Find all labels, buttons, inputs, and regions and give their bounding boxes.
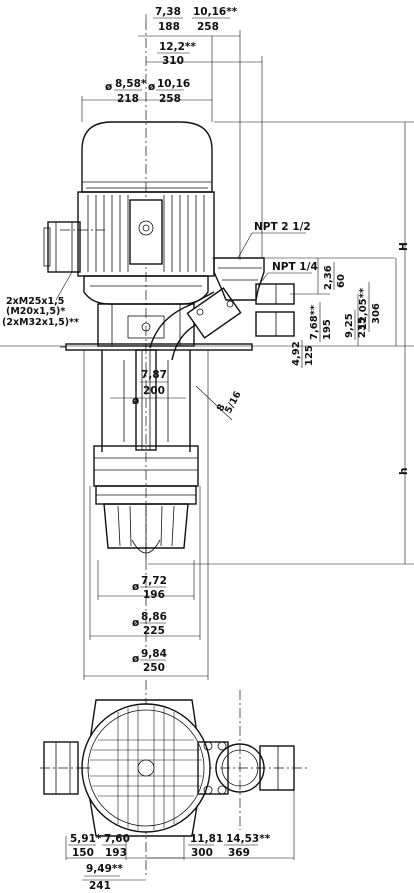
dim-bot-a-mm: 150 — [72, 847, 94, 859]
pump-immersed-part — [93, 349, 199, 560]
dim-dia-d-mm: 196 — [143, 589, 165, 601]
dim-bot-d-mm: 300 — [191, 847, 213, 859]
dim-dia-d-in: 7,72 — [141, 575, 167, 587]
dim-top-b-mm: 258 — [197, 21, 219, 33]
dim-v1-mm: 60 — [336, 274, 347, 288]
dim-dia-a-mm: 218 — [117, 93, 139, 105]
dim-dia-f-mm: 250 — [143, 662, 165, 674]
dim-v4-mm: 195 — [322, 319, 333, 340]
cable-gland-label-2: (M20x1,5)* — [6, 306, 65, 317]
cooling-fins — [87, 195, 205, 272]
dim-dia-a-in: 8,58* — [115, 78, 147, 90]
dim-dia-b-mm: 258 — [159, 93, 181, 105]
height-h-label: h — [398, 468, 410, 475]
dia-sym-5: ø — [132, 617, 139, 629]
lower-diameter-dimensions: ø 7,87 200 5/16 8 ø 7,72 196 ø 8,86 225 … — [83, 350, 244, 680]
dim-bot-c-mm: 241 — [89, 880, 111, 892]
dim-dia-e-in: 8,86 — [141, 611, 167, 623]
dim-dia-b-in: 10,16 — [157, 78, 190, 90]
cable-gland-label-1: 2xM25x1,5 — [6, 296, 64, 307]
dim-v3-mm: 235 — [357, 317, 368, 338]
dia-sym-3: ø — [132, 395, 139, 407]
rotated-dimension-texts: 2,36 60 12,05** 306 9,25 235 7,68** 195 … — [291, 262, 382, 368]
dim-bot-e-in: 14,53** — [226, 833, 271, 845]
dim-angled-dia: 5/16 — [223, 389, 244, 415]
dim-bot-d-in: 11,81 — [190, 833, 223, 845]
right-vertical-dimensions: H h — [0, 121, 414, 565]
dim-v5-mm: 125 — [304, 345, 315, 366]
cable-gland-label-3: (2xM32x1,5)** — [2, 317, 79, 328]
dim-top-c-mm: 310 — [162, 55, 184, 67]
motor-side-view — [43, 121, 215, 347]
dim-v2-in: 12,05** — [358, 287, 369, 330]
dim-dia-c-mm: 200 — [143, 385, 165, 397]
dim-bot-e-mm: 369 — [228, 847, 250, 859]
dim-dia-f-in: 9,84 — [141, 648, 167, 660]
dia-sym-2: ø — [148, 81, 155, 93]
mounting-plate — [60, 343, 253, 351]
dim-top-c-in: 12,2** — [159, 41, 196, 53]
npt-small-label: NPT 1/4 — [272, 261, 318, 273]
dim-bot-a-in: 5,91* — [70, 833, 102, 845]
dim-v2-mm: 306 — [371, 303, 382, 324]
npt-big-label: NPT 2 1/2 — [254, 221, 311, 233]
connection-labels: NPT 2 1/2 NPT 1/4 2xM25x1,5 (M20x1,5)* (… — [2, 221, 318, 328]
dim-dia-e-mm: 225 — [143, 625, 165, 637]
dim-v1-in: 2,36 — [323, 265, 334, 290]
dia-sym-6: ø — [132, 653, 139, 665]
dim-bot-b-mm: 193 — [105, 847, 127, 859]
dim-bot-b-in: 7,60 — [104, 833, 130, 845]
dia-sym: ø — [105, 81, 112, 93]
dim-v5-in: 4,92 — [291, 341, 302, 366]
dim-top-a-in: 7,38 — [155, 6, 181, 18]
dim-dia-c-in: 7,87 — [141, 369, 167, 381]
dim-v4-in: 7,68** — [309, 304, 320, 340]
dim-top-b-in: 10,16** — [193, 6, 238, 18]
dia-sym-4: ø — [132, 581, 139, 593]
dim-top-a-mm: 188 — [158, 21, 180, 33]
dim-v3-in: 9,25 — [344, 313, 355, 338]
bottom-dimensions: 5,91* 150 7,60 193 9,49** 241 11,81 300 … — [65, 790, 295, 892]
plan-view — [43, 699, 295, 837]
height-H-label: H — [398, 242, 410, 251]
dim-angled-dia-mm: 8 — [215, 402, 228, 413]
dim-bot-c-in: 9,49** — [86, 863, 123, 875]
top-dimensions: 7,38 188 10,16** 258 12,2** 310 ø 8,58* … — [81, 6, 263, 260]
